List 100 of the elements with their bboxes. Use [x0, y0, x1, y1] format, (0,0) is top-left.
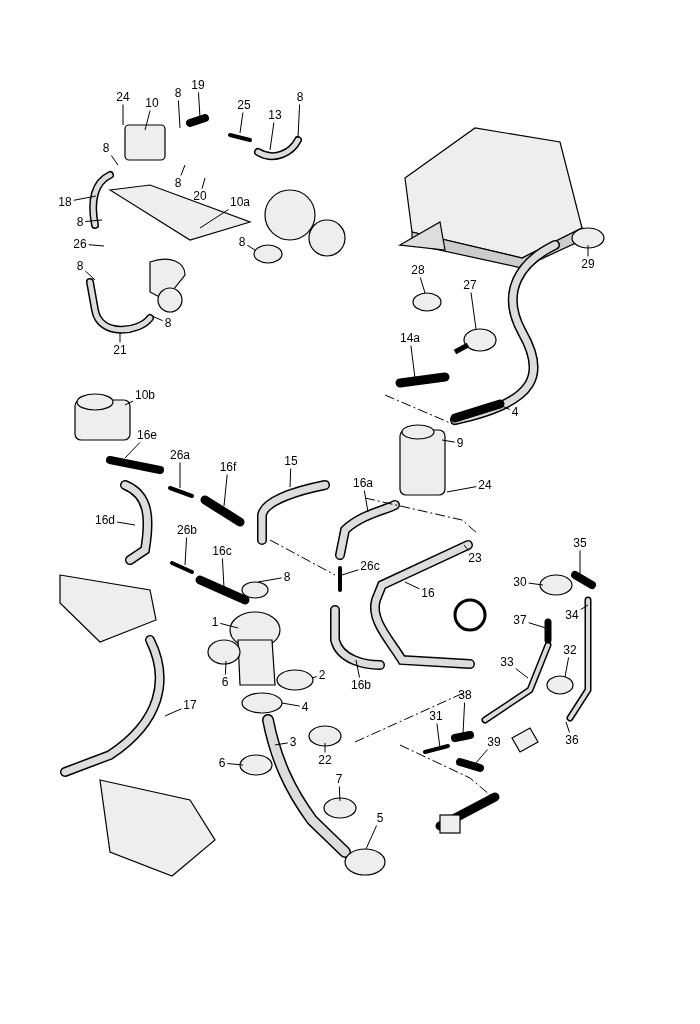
callout-number: 23 [467, 551, 483, 565]
leader-line [579, 550, 581, 576]
callout-number: 2 [317, 668, 327, 682]
leader-line [441, 439, 456, 443]
callout-number: 16a [352, 476, 374, 490]
leader-line [410, 345, 416, 379]
leader-line [239, 112, 244, 134]
leader-line [122, 104, 124, 126]
leader-line [528, 582, 544, 586]
callout-number: 10a [229, 195, 251, 209]
leader-line [177, 100, 181, 129]
callout-number: 26a [169, 448, 191, 462]
callout-number: 4 [510, 405, 520, 419]
callout-number: 27 [462, 278, 478, 292]
callout-number: 6 [217, 756, 227, 770]
leader-line [199, 209, 229, 229]
leader-line [269, 122, 275, 151]
leader-line [84, 219, 103, 222]
leader-line [580, 604, 589, 611]
callout-number: 8 [295, 90, 305, 104]
leader-line [201, 177, 206, 189]
callout-number: 8 [173, 176, 183, 190]
callout-number: 19 [190, 78, 206, 92]
callout-number: 20 [192, 189, 208, 203]
callout-number: 17 [182, 698, 198, 712]
callout-number: 16b [350, 678, 372, 692]
leader-line [151, 315, 164, 322]
callout-number: 8 [282, 570, 292, 584]
leader-line [341, 569, 359, 576]
leader-line [226, 763, 244, 766]
leader-line [184, 537, 188, 566]
leader-line [463, 544, 470, 551]
callout-number: 29 [580, 257, 596, 271]
leader-line [219, 622, 239, 629]
leader-line [311, 676, 318, 679]
leader-line [515, 668, 529, 679]
callout-number: 31 [428, 709, 444, 723]
callout-number: 16c [211, 544, 233, 558]
callout-number: 28 [410, 263, 426, 277]
leader-line [179, 462, 181, 489]
leader-line [355, 659, 360, 678]
callout-number: 15 [283, 454, 299, 468]
leader-line [528, 622, 547, 629]
leader-line [281, 702, 301, 707]
leader-line [338, 786, 341, 802]
leader-line [124, 400, 134, 406]
callout-number: 21 [112, 343, 128, 357]
callout-number: 9 [455, 436, 465, 450]
callout-number: 26 [72, 237, 88, 251]
callout-number: 34 [564, 608, 580, 622]
leader-line [116, 521, 136, 526]
callout-number: 18 [57, 195, 73, 209]
leader-line [221, 558, 225, 589]
callout-number: 1 [210, 615, 220, 629]
callout-number: 8 [163, 316, 173, 330]
leader-line [274, 742, 289, 746]
callout-number: 4 [300, 700, 310, 714]
callout-number: 3 [288, 735, 298, 749]
callout-number: 10 [144, 96, 160, 110]
callout-number: 8 [75, 215, 85, 229]
callout-number: 16d [94, 513, 116, 527]
callout-number: 32 [562, 643, 578, 657]
callout-number: 8 [173, 86, 183, 100]
callout-number: 8 [101, 141, 111, 155]
callout-number: 26c [359, 559, 381, 573]
leader-line [88, 244, 105, 247]
leader-line [180, 164, 186, 176]
callout-number: 10b [134, 388, 156, 402]
callout-number: 30 [512, 575, 528, 589]
callout-number: 14a [399, 331, 421, 345]
callout-number: 8 [75, 259, 85, 273]
callout-number: 25 [236, 98, 252, 112]
leader-line [257, 577, 283, 583]
callout-number: 6 [220, 675, 230, 689]
callout-number: 5 [375, 811, 385, 825]
callout-number: 36 [564, 733, 580, 747]
leader-line [84, 270, 96, 281]
leader-line [110, 155, 119, 166]
leader-line [124, 442, 141, 459]
callout-number: 39 [486, 735, 502, 749]
leader-line [144, 110, 151, 131]
leader-line [474, 749, 488, 765]
callout-number: 24 [477, 478, 493, 492]
callout-number: 16f [218, 460, 238, 474]
callout-number: 7 [334, 772, 344, 786]
callout-number: 16 [420, 586, 436, 600]
leader-line [587, 244, 589, 257]
callout-number: 35 [572, 536, 588, 550]
leader-line [470, 292, 477, 330]
leader-line [223, 474, 228, 507]
leader-line [565, 721, 570, 733]
callout-number: 26b [176, 523, 198, 537]
callout-number: 13 [267, 108, 283, 122]
leader-line [365, 825, 378, 850]
leader-line [119, 332, 121, 343]
leader-line [246, 244, 256, 251]
callout-number: 37 [512, 613, 528, 627]
leader-line [363, 490, 369, 513]
callout-number: 38 [457, 688, 473, 702]
leader-line [198, 92, 201, 119]
